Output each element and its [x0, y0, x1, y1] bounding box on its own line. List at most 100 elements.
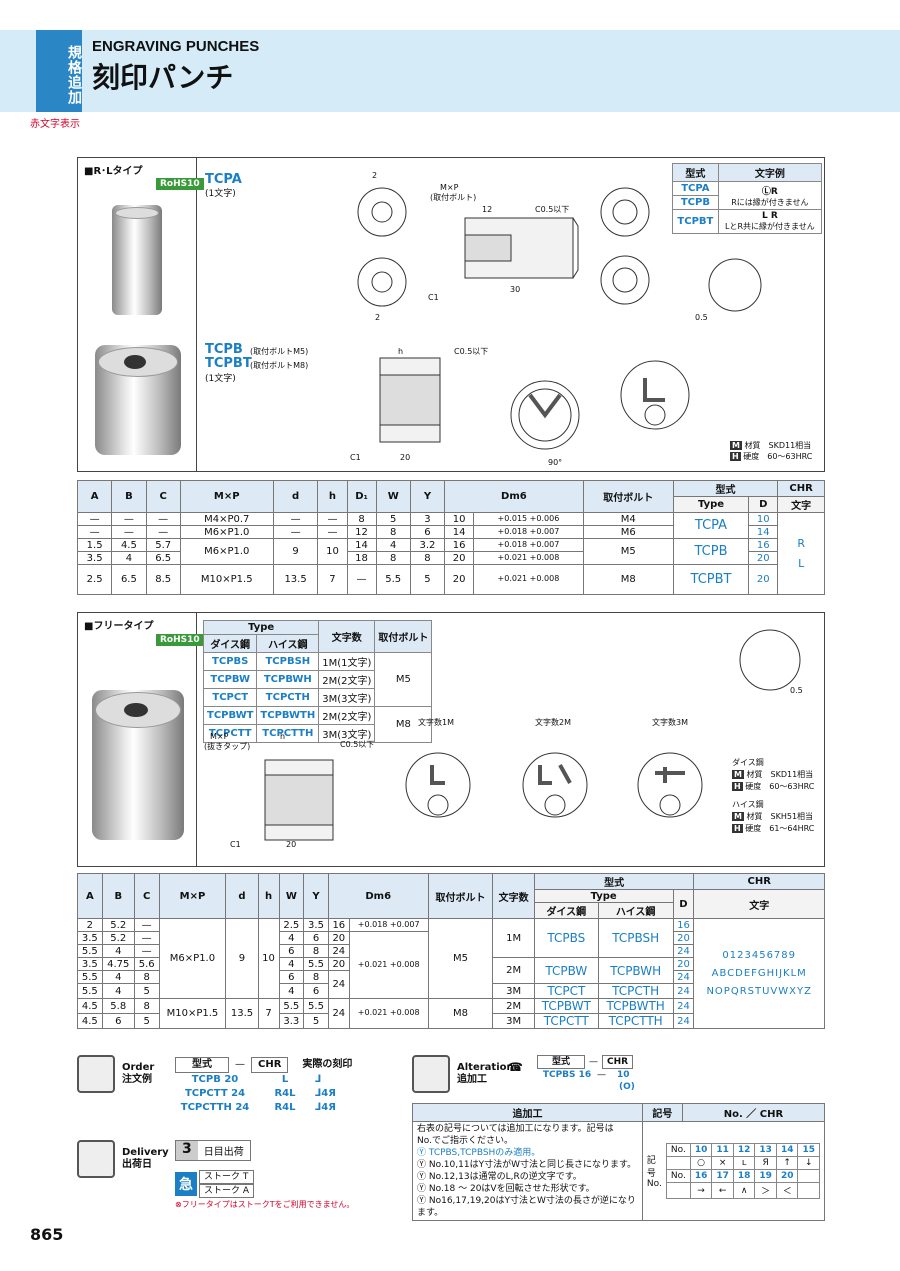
tcpa-label: TCPA: [205, 172, 242, 187]
free-mxp-note: (抜きタップ): [204, 741, 250, 751]
tcpa-sub: (1文字): [205, 189, 236, 199]
tcpbt-label: TCPBT: [205, 356, 252, 371]
free-c05: C0.5以下: [340, 740, 374, 749]
t1-h-h: h: [317, 480, 348, 513]
delivery-note: ⊗フリータイプはストークTをご利用できません。: [175, 1200, 355, 1209]
tcpbt-note: (取付ボルトM8): [250, 361, 309, 370]
dim-12: 12: [482, 205, 492, 214]
t1-sub-d: D: [748, 496, 779, 513]
page-number: 865: [30, 1225, 64, 1244]
m2-label: 文字数2M: [535, 717, 571, 727]
t1-h-y: Y: [409, 480, 446, 513]
title-en: ENGRAVING PUNCHES: [92, 38, 260, 55]
mxp-label: M×P: [440, 183, 459, 192]
section-rl-photo-panel: [77, 157, 197, 472]
alt-example: 型式—CHR TCPBS 16—10 (O): [537, 1055, 635, 1093]
ft-h-num: 文字数: [318, 620, 376, 653]
punch-photo-free-hole: [124, 703, 148, 717]
rohs-badge-2: RoHS10: [156, 634, 204, 646]
section-free-title: ■フリータイプ: [84, 621, 154, 632]
section-free-type: [77, 612, 825, 867]
punch-photo-hole: [124, 355, 146, 369]
t1-sub-chr: 文字: [777, 496, 825, 513]
t1-h-d1: D₁: [346, 480, 377, 513]
phone-icon: [77, 1055, 115, 1093]
punch-photo-top: [115, 207, 159, 219]
t1-h-type: 型式: [672, 480, 779, 497]
spec-table-rl: A B C M×P d h D₁ W Y Dm6 取付ボルト 型式 CHR Ty…: [76, 480, 825, 595]
legend-tcpb: TCPB: [672, 195, 719, 210]
tcpb-label: TCPB: [205, 342, 243, 357]
legend-ex2: L R: [761, 211, 778, 221]
legend-ex1n: Rには縁が付きません: [731, 197, 809, 207]
spec-added-tab: 規格追加: [36, 30, 82, 112]
order-h2: CHR: [251, 1057, 289, 1073]
t1-h-mxp: M×P: [179, 480, 274, 513]
rohs-badge: RoHS10: [156, 178, 204, 190]
tcpb-note: (取付ボルトM5): [250, 347, 309, 356]
legend-tcpa: TCPA: [672, 181, 719, 196]
t1-h-a: A: [76, 480, 113, 513]
red-label: 赤文字表示: [30, 119, 80, 130]
free-d05: 0.5: [790, 686, 803, 695]
title-jp: 刻印パンチ: [92, 62, 234, 93]
dim-2-top: 2: [372, 171, 377, 180]
t1-h-d: d: [272, 480, 319, 513]
phone-small-icon: ☎: [508, 1060, 523, 1074]
legend-ex2n: LとR共に縁が付きません: [725, 222, 815, 231]
dim-05: 0.5: [695, 313, 708, 322]
rl-technical-drawing: 2 M×P (取付ボルト) 12 C0.5以下 C1 30 2 0.5 h C0…: [350, 171, 762, 467]
order-h3: 実際の刻印: [302, 1059, 353, 1070]
order-dash: —: [235, 1059, 245, 1070]
free-c1: C1: [230, 840, 241, 849]
free-d20: 20: [286, 840, 296, 849]
section-rl-title: ■R･Lタイプ: [84, 166, 143, 177]
m3-label: 文字数3M: [652, 717, 688, 727]
dim-2-bottom: 2: [375, 313, 380, 322]
dim-30: 30: [510, 285, 520, 294]
material-block-2: ダイス鋼 M 材質 SKD11相当 H 硬度 60～63HRC ハイス鋼 M 材…: [732, 758, 815, 833]
c05b-label: C0.5以下: [454, 347, 488, 356]
section-free-photo-panel: [77, 612, 197, 867]
t1-chr-l: L: [798, 556, 805, 570]
h-label: h: [398, 347, 403, 356]
t1-h-b: B: [111, 480, 147, 513]
delivery-days-box: 3 日目出荷: [175, 1140, 251, 1161]
wrench-icon: [412, 1055, 450, 1093]
c1-label: C1: [428, 293, 439, 302]
t1-h-chr: CHR: [777, 480, 825, 497]
header-band: [0, 30, 900, 112]
free-h: h: [280, 732, 285, 741]
quick-ship: 急 ストーク T ストーク A: [175, 1170, 255, 1198]
t1-h-w: W: [375, 480, 411, 513]
mxp-note: (取付ボルト): [430, 192, 476, 202]
tcpbt-sub: (1文字): [205, 374, 236, 384]
t1-h-c: C: [145, 480, 181, 513]
c1b-label: C1: [350, 453, 361, 462]
free-technical-drawing: 文字数1M 文字数2M 文字数3M M×P (抜きタップ) h C0.5以下 C…: [204, 629, 803, 849]
legend-h1: 型式: [672, 163, 719, 182]
deg90-label: 90°: [548, 458, 562, 467]
t1-h-dm6: Dm6: [444, 480, 584, 513]
